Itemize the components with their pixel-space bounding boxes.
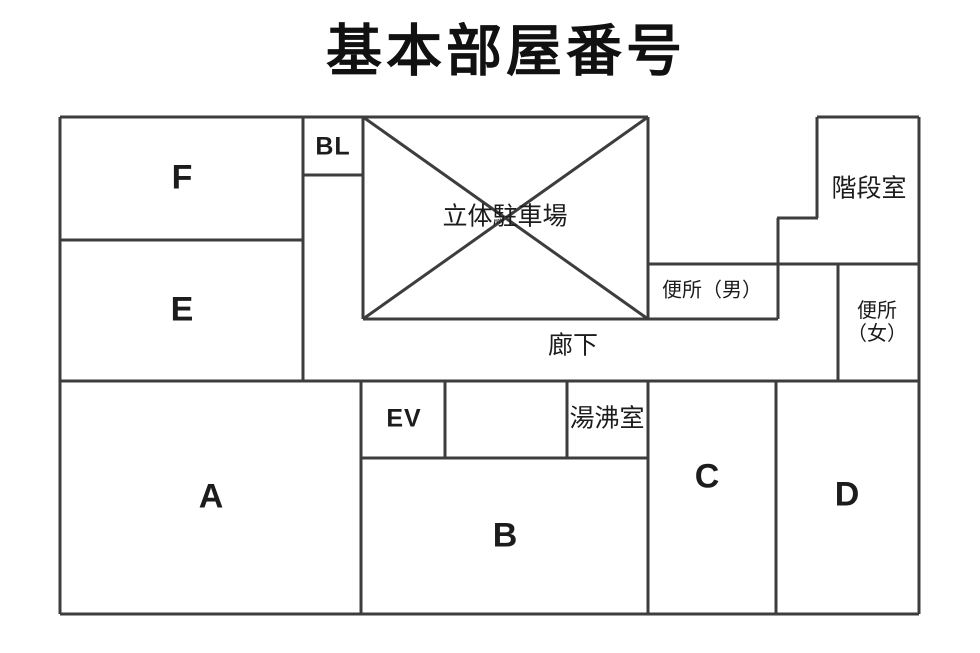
parking-diagonal-2 [362,115,649,321]
toilet-women-label-line2: （女） [847,323,907,345]
parking-label: 立体駐車場 [442,202,568,231]
toilet-men-label: 便所（男） [662,279,762,302]
toilet-women-label-line1: 便所 [857,300,897,322]
room-bl-label: BL [315,132,351,161]
room-f-label: F [171,158,193,197]
room-a-label: A [198,477,224,516]
stairwell-label: 階段室 [831,174,907,203]
corridor-label: 廊下 [547,331,599,360]
room-c-label: C [694,457,720,496]
room-c-region [648,381,776,614]
boiler-room-label: 湯沸室 [569,404,645,433]
room-e-label: E [170,290,194,329]
room-b-label: B [492,516,518,555]
room-ev-label: EV [386,404,422,433]
room-d-label: D [834,475,860,514]
page-title: 基本部屋番号 [326,19,686,83]
parking-cross-icon [362,115,649,321]
toilet-women-label: 便所 （女） [847,300,907,346]
